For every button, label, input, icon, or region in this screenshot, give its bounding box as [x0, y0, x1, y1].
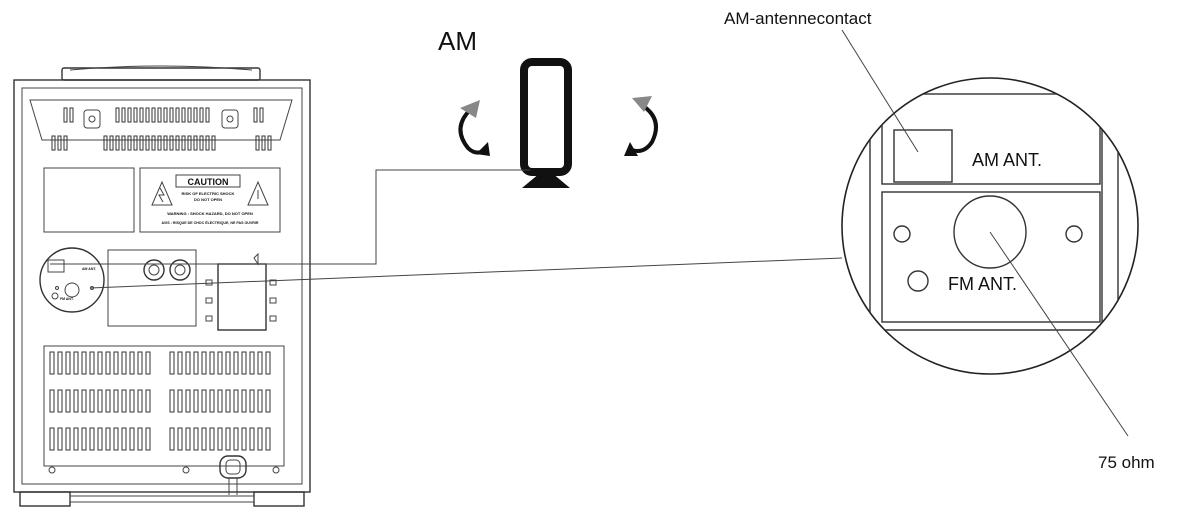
- fm-ant-label: FM ANT.: [948, 274, 1017, 294]
- am-loop-antenna: AM: [438, 26, 658, 188]
- screw-boss-left: [83, 109, 101, 129]
- terminal-screw-left: [893, 225, 911, 243]
- exclamation-warning-icon: [247, 180, 269, 206]
- caution-plate: CAUTION RISK OF ELECTRIC SHOCK DO NOT OP…: [139, 167, 281, 233]
- unit-fm-ant-label: FM ANT.: [60, 297, 74, 301]
- antenna-stand: [522, 168, 570, 188]
- unit-antenna-terminal: AM ANT. FM ANT.: [39, 247, 105, 313]
- am-title: AM: [438, 26, 477, 56]
- caution-line-2: DO NOT OPEN: [194, 197, 222, 202]
- caution-line-1: RISK OF ELECTRIC SHOCK: [182, 191, 235, 196]
- screw-bottom-left: [48, 466, 56, 474]
- speaker-terminals: [205, 252, 277, 331]
- fm-ant-socket: [953, 195, 1027, 269]
- ohm-label: 75 ohm: [1098, 453, 1155, 472]
- rotate-left-arrow-icon: [458, 100, 490, 156]
- top-handle: [61, 67, 261, 81]
- bottom-vents: [43, 345, 285, 467]
- caution-title: CAUTION: [188, 177, 229, 187]
- rating-label-area: [43, 167, 135, 233]
- am-antennecontact-label: AM-antennecontact: [724, 9, 872, 28]
- loop-antenna-frame: [520, 58, 572, 176]
- callouts: AM-antennecontact 75 ohm: [724, 9, 1155, 472]
- screw-boss-right: [221, 109, 239, 129]
- screw-bottom-right: [272, 466, 280, 474]
- terminal-screw-right: [1065, 225, 1083, 243]
- unit-am-ant-label: AM ANT.: [82, 267, 96, 271]
- connection-lines: [50, 169, 843, 289]
- foot-right: [253, 491, 305, 507]
- warning-line-2: AVIS : RISQUE DE CHOC ÉLECTRIQUE, NE PAS…: [162, 220, 259, 225]
- warning-line-1: WARNING : SHOCK HAZARD, DO NOT OPEN: [167, 211, 253, 216]
- terminal-screw-lower: [907, 270, 929, 292]
- am-ant-label: AM ANT.: [972, 150, 1042, 170]
- top-vents: [51, 107, 272, 151]
- shock-warning-icon: [151, 180, 173, 206]
- magnify-line: [89, 257, 843, 289]
- am-wire: [50, 169, 530, 265]
- am-contact-leader-line: [841, 29, 919, 153]
- unit-rear-view: CAUTION RISK OF ELECTRIC SHOCK DO NOT OP…: [13, 65, 311, 507]
- rotate-right-arrow-icon: [624, 96, 658, 156]
- foot-left: [19, 491, 71, 507]
- screw-bottom-center: [182, 466, 190, 474]
- unit-body: [13, 79, 311, 493]
- terminal-detail-magnifier: AM ANT. FM ANT.: [841, 77, 1139, 375]
- rca-jack-panel: [107, 249, 197, 327]
- power-cord-icon: [219, 455, 247, 495]
- ohm-leader-line: [989, 231, 1129, 437]
- am-ant-terminal: [893, 129, 953, 183]
